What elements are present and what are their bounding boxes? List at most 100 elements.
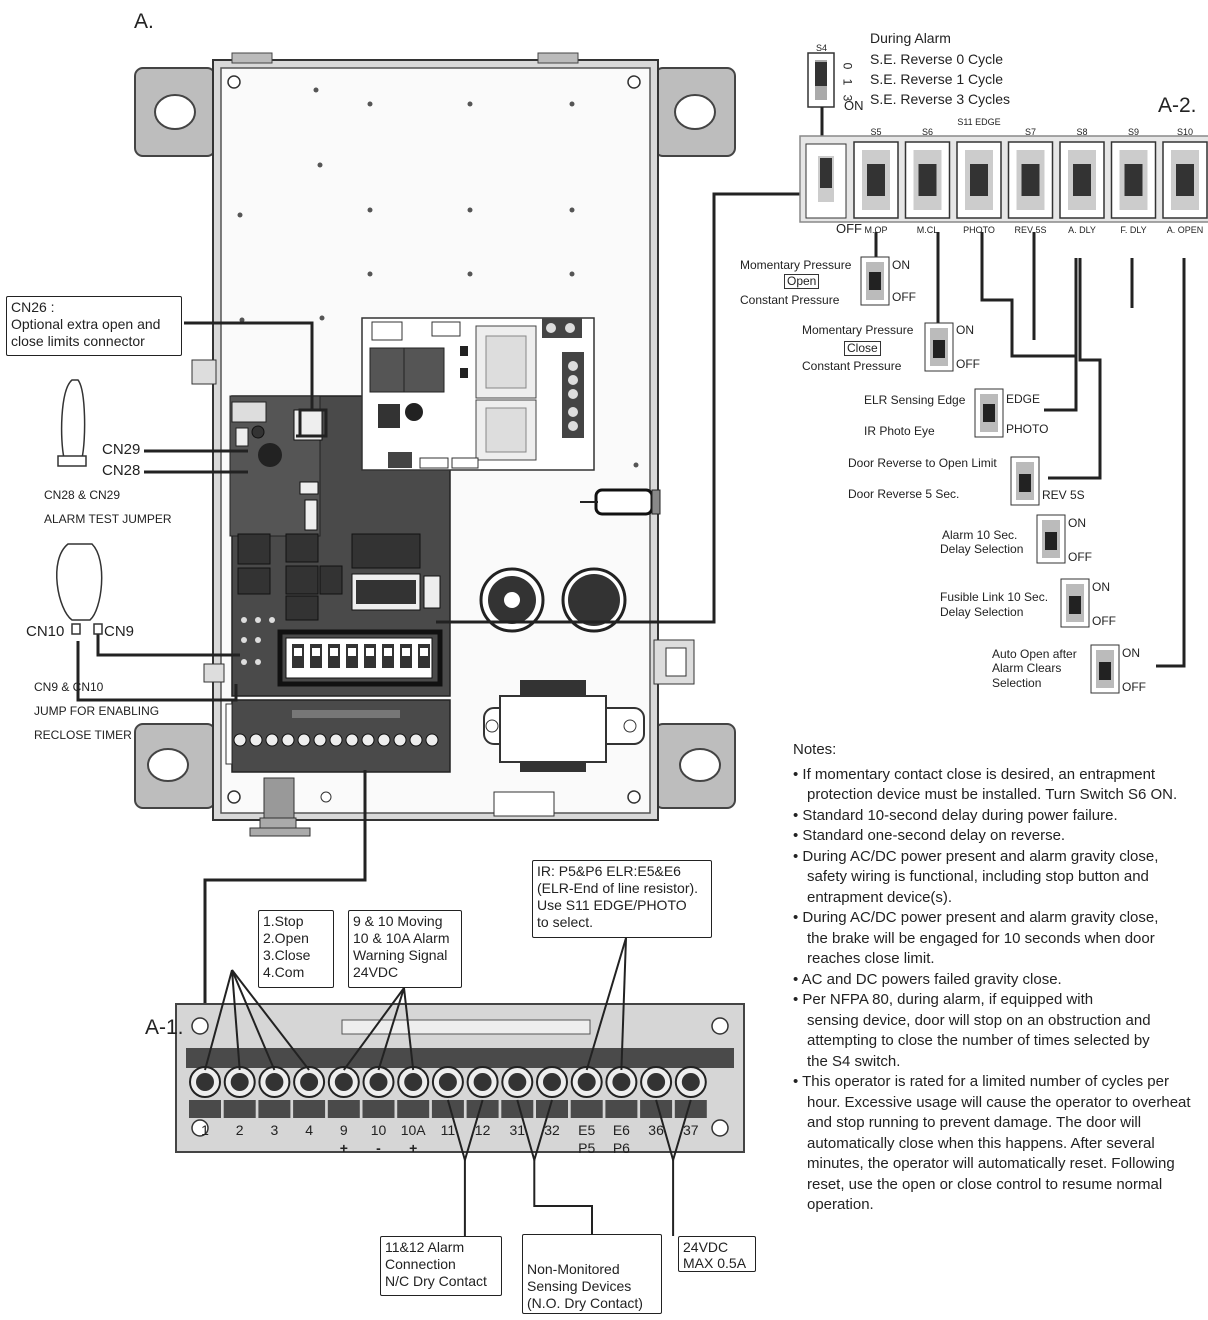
rev-switch [1010,456,1040,506]
dip-switch-bottom-label: PHOTO [963,225,995,235]
fusible-label-1: Fusible Link 10 Sec. [940,590,1049,604]
note-line: hour. Excessive usage will cause the ope… [807,1093,1191,1111]
callout-line: to select. [537,914,594,930]
callout-line: 10 & 10A Alarm [353,930,450,946]
s4-pos1: 1 [840,78,855,86]
cn26-line: CN26 : [11,299,55,315]
s4-pos0: 0 [840,62,855,70]
cn26-line: close limits connector [11,333,145,349]
mop-mid-label: Open [784,274,820,289]
mop-off-label: Constant Pressure [740,293,840,307]
cn29-label: CN29 [102,441,141,458]
callout-wire [342,987,405,1071]
sensing-wire [533,1160,593,1236]
terminal-screw-head [438,1073,457,1091]
dip-switch-lever [970,164,988,196]
dip-switch-bottom-label: REV 5S [1014,225,1047,235]
callout-line: (N.O. Dry Contact) [527,1295,643,1311]
note-line: safety wiring is functional, including s… [807,868,1149,885]
callout-line: (ELR-End of line resistor). [537,880,699,896]
s4-opt3: S.E. Reverse 3 Cycles [870,91,1011,107]
cn26-line: Optional extra open and [11,316,161,332]
dip-switch-lever [918,164,937,196]
mop-switch [860,256,890,306]
rev-5-label: Door Reverse 5 Sec. [848,487,960,501]
dip-switch-top-label: S9 [1127,127,1139,137]
note-line: reset, use the open or close control to … [807,1175,1163,1193]
note-line: the S4 switch. [807,1052,901,1070]
callout-line: 11&12 Alarm [385,1239,465,1255]
terminal-sign: - [376,1140,381,1156]
terminal-sign: + [409,1140,418,1156]
callout-line: Sensing Devices [527,1278,632,1294]
terminal-label: 2 [235,1122,244,1138]
terminal-sign: P5 [578,1140,596,1156]
cn26-callout: CN26 : Optional extra open and close lim… [6,296,182,356]
ir-callout: IR: P5&P6 ELR:E5&E6 (ELR-End of line res… [532,860,712,938]
terminal-sign: + [339,1140,348,1156]
terminal-screw-head [369,1073,388,1091]
terminal-label: E6 [612,1122,630,1138]
terminal-base [293,1100,326,1118]
fusible-label-2: Delay Selection [940,605,1024,619]
dip-switch-lever [1124,164,1143,196]
callout-line: Warning Signal [353,947,448,963]
dip-switch-lever [1073,164,1091,196]
terminal-screw-head [508,1073,527,1091]
dip-on-label: ON [844,98,864,113]
terminal-base [501,1100,534,1118]
dip-switch-lever [1021,164,1040,196]
cn10-label: CN10 [26,623,65,640]
terminal-base [640,1100,673,1118]
dip-switch-top-label: S5 [870,127,882,137]
callout-wire [231,969,310,1071]
switch-block-a2 [799,52,1208,223]
callout-line: 24VDC [353,964,399,980]
terminal-base [431,1100,464,1118]
terminal-label: 36 [648,1122,664,1138]
non-monitored-callout: Non-Monitored Sensing Devices (N.O. Dry … [522,1234,662,1314]
terminal-label: 37 [683,1122,699,1138]
dip-switch-top-label: S8 [1076,127,1088,137]
cn9-label: CN9 [104,623,135,640]
terminal-screw-head [404,1073,423,1091]
note-line: • If momentary contact close is desired,… [793,765,1156,783]
callout-line: IR: P5&P6 ELR:E5&E6 [537,863,681,879]
dip-switch-bottom-label: A. OPEN [1166,225,1204,235]
terminal-base [397,1100,430,1118]
moving-callout: 9 & 10 Moving 10 & 10A Alarm Warning Sig… [348,910,462,988]
terminal-label: E5 [578,1122,596,1138]
panel-a-label: A. [134,10,154,33]
mcl-switch [924,322,954,372]
callout-wire [377,987,405,1071]
dip-switch-top-label: S7 [1024,127,1036,137]
callout-line: 2.Open [263,930,309,946]
note-line: • Standard one-second delay on reverse. [793,827,1066,844]
edge-sw-label: EDGE [1006,392,1041,406]
dip-switch-bottom-label: M.OP [864,225,888,235]
terminal-label: 11 [440,1122,456,1138]
jump-enable-label: JUMP FOR ENABLING [34,704,160,718]
s4-opt0: S.E. Reverse 0 Cycle [870,51,1004,67]
auto-label-2: Alarm Clears [992,661,1062,675]
fusible-switch [1060,578,1090,628]
dip-switch-lever [1176,164,1194,196]
panel-a1-label: A-1. [145,1016,184,1039]
terminal-label: 12 [474,1122,491,1138]
mcl-on-label: Momentary Pressure [802,323,914,337]
alarm-delay-label-1: Alarm 10 Sec. [942,528,1018,542]
terminal-label: 31 [509,1122,526,1138]
reclose-label: RECLOSE TIMER [34,728,132,742]
alarm-test-jumper [57,379,87,467]
terminal-base [327,1100,360,1118]
fusible-off: OFF [1092,614,1116,628]
terminal-base [674,1100,707,1118]
note-line: • During AC/DC power present and alarm g… [793,847,1159,865]
alarm-delay-on: ON [1068,516,1086,530]
dip-switch-top-label: S6 [921,127,933,137]
mop-on-label: Momentary Pressure [740,258,852,272]
terminal-base [570,1100,603,1118]
callout-wire [585,937,627,1071]
s4-opt1: S.E. Reverse 1 Cycle [870,71,1004,87]
